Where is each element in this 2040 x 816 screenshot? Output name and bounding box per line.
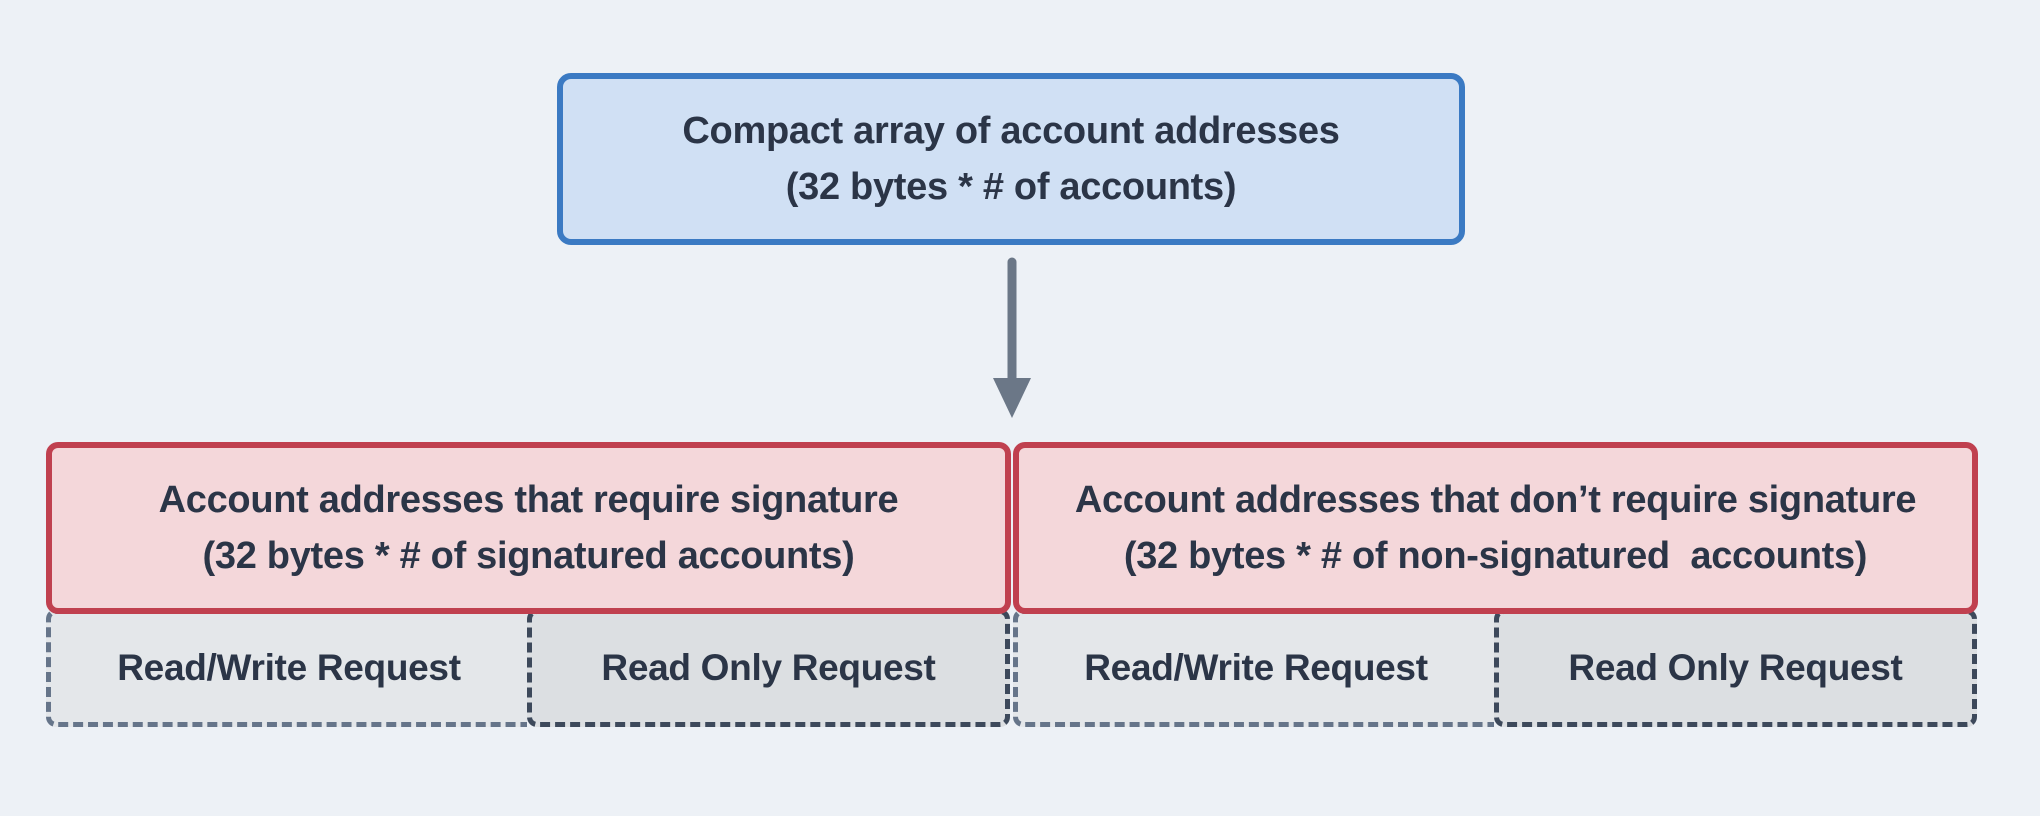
root-node-line2: (32 bytes * # of accounts) [785, 166, 1237, 208]
branch-node-signature-required: Account addresses that require signature… [46, 442, 1011, 614]
root-node-compact-array: Compact array of account addresses (32 b… [557, 73, 1465, 245]
leaf-label: Read/Write Request [1084, 647, 1428, 688]
leaf-node-signed-read-only: Read Only Request [527, 609, 1010, 727]
down-arrow-icon [989, 252, 1035, 424]
branch-left-line2: (32 bytes * # of signatured accounts) [202, 535, 855, 577]
leaf-label: Read Only Request [601, 647, 936, 688]
root-node-line1: Compact array of account addresses [682, 110, 1340, 152]
leaf-label: Read Only Request [1568, 647, 1903, 688]
branch-node-signature-not-required: Account addresses that don’t require sig… [1013, 442, 1978, 614]
branch-left-line1: Account addresses that require signature [158, 479, 899, 521]
leaf-label: Read/Write Request [117, 647, 461, 688]
leaf-node-unsigned-read-only: Read Only Request [1494, 609, 1977, 727]
branch-right-line2: (32 bytes * # of non-signatured accounts… [1123, 535, 1868, 577]
branch-right-line1: Account addresses that don’t require sig… [1074, 479, 1917, 521]
leaf-node-unsigned-read-write: Read/Write Request [1013, 609, 1494, 727]
leaf-node-signed-read-write: Read/Write Request [46, 609, 527, 727]
